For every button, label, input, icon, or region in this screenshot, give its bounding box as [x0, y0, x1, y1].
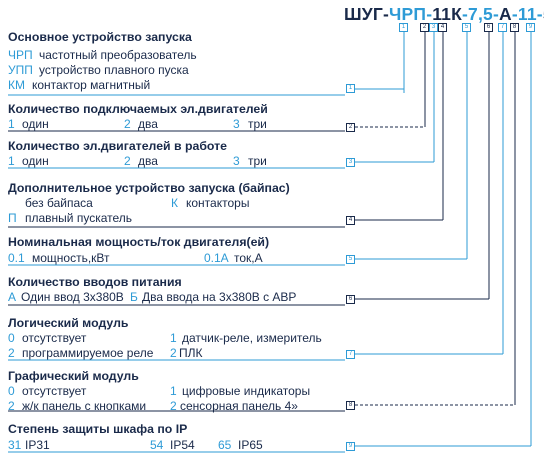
s6-code-1: А [8, 290, 17, 304]
s6-code-2: Б [130, 290, 138, 304]
code-power: 7,5 [468, 4, 493, 24]
s5-text-2: ток,А [234, 251, 263, 265]
section-7-title: Логический модуль [8, 316, 129, 330]
section-box-4: 4 [346, 216, 355, 225]
s1-code-2: УПП [8, 63, 33, 77]
s3-text-3: три [248, 154, 267, 168]
s5-text-1: мощность,кВт [32, 251, 110, 265]
section-box-6: 6 [346, 295, 355, 304]
s6-text-1: Один ввод 3х380В [21, 290, 124, 304]
s7-text-2: датчик-реле, измеритель [182, 331, 322, 345]
s2-text-2: два [138, 117, 158, 131]
s8-code-1: 0 [8, 384, 15, 398]
s9-code-3: 65 [218, 438, 232, 452]
code-box-6: 6 [484, 23, 493, 32]
code-sep: - [462, 4, 469, 24]
code-sep: - [536, 4, 543, 24]
s2-code-3: 3 [233, 117, 240, 131]
s4-text-none: без байпаса [25, 196, 93, 210]
s8-code-4: 2 [170, 399, 177, 413]
section-5-title: Номинальная мощность/ток двигателя(ей) [8, 235, 270, 249]
s1-text-1: частотный преобразователь [39, 48, 197, 62]
code-box-1: 1 [399, 23, 408, 32]
s7-code-4: 2 [170, 346, 177, 360]
s2-text-3: три [248, 117, 267, 131]
s4-text-k: контакторы [186, 196, 250, 210]
s8-code-3: 2 [8, 399, 15, 413]
section-box-5: 5 [346, 255, 355, 264]
section-3-title: Количество эл.двигателей в работе [8, 139, 227, 153]
code-box-5: 5 [462, 23, 471, 32]
code-box-7: 7 [498, 23, 507, 32]
s7-text-3: программируемое реле [22, 346, 154, 360]
s3-code-1: 1 [8, 154, 15, 168]
code-sep: - [426, 4, 433, 24]
code-modules: 11 [517, 4, 537, 24]
s5-code-1: 0.1 [8, 251, 25, 265]
s2-text-1: один [22, 117, 49, 131]
section-4-title: Дополнительное устройство запуска (байпа… [8, 181, 290, 195]
section-9-title: Степень защиты шкафа по IP [8, 422, 188, 436]
s3-text-1: один [22, 154, 49, 168]
s6-text-2: Два ввода на 3х380В с АВР [142, 290, 297, 304]
s2-code-2: 2 [124, 117, 131, 131]
code-box-2: 2 [420, 23, 429, 32]
s7-code-3: 2 [8, 346, 15, 360]
code-inputs: А [499, 4, 512, 24]
s8-code-2: 1 [170, 384, 177, 398]
section-6-title: Количество вводов питания [8, 275, 182, 289]
s8-text-3: ж/к панель с кнопками [22, 399, 147, 413]
code-box-4: 4 [438, 23, 447, 32]
s7-text-4: ПЛК [179, 346, 203, 360]
code-motors: 11К [432, 4, 462, 24]
code-ip: 54 [543, 4, 544, 24]
s9-code-2: 54 [150, 438, 164, 452]
s1-text-3: контактор магнитный [32, 78, 151, 92]
section-box-1: 1 [346, 84, 355, 93]
code-sep: - [492, 4, 499, 24]
code-box-8: 8 [510, 23, 519, 32]
s4-code-p: П [8, 211, 17, 225]
s7-code-2: 1 [170, 331, 177, 345]
code-box-9: 9 [526, 23, 535, 32]
section-box-8: 8 [346, 401, 355, 410]
s9-text-3: IP65 [238, 438, 263, 452]
s9-code-1: 31 [8, 438, 22, 452]
s4-code-k: К [171, 196, 178, 210]
s3-text-2: два [138, 154, 158, 168]
code-starter: ЧРП [389, 4, 427, 24]
section-box-2: 2 [346, 123, 355, 132]
section-box-7: 7 [346, 350, 355, 359]
s9-text-2: IP54 [170, 438, 195, 452]
section-1-title: Основное устройство запуска [8, 30, 192, 44]
s3-code-3: 3 [233, 154, 240, 168]
s7-text-1: отсутствует [22, 331, 87, 345]
s4-text-p: плавный пускатель [25, 211, 133, 225]
s8-text-4: сенсорная панель 4» [180, 399, 298, 413]
section-box-9: 9 [346, 442, 355, 451]
section-2-title: Количество подключаемых эл.двигателей [8, 102, 268, 116]
section-8-title: Графический модуль [8, 369, 139, 383]
s8-text-1: отсутствует [22, 384, 87, 398]
s8-text-2: цифровые индикаторы [182, 384, 311, 398]
product-code: ШУГ-ЧРП-11К-7,5-А-11-54 [344, 4, 544, 25]
code-prefix: ШУГ- [344, 4, 390, 24]
s1-text-2: устройство плавного пуска [39, 63, 189, 77]
s5-code-2: 0.1А [204, 251, 229, 265]
s1-code-1: ЧРП [8, 48, 33, 62]
s7-code-1: 0 [8, 331, 15, 345]
s2-code-1: 1 [8, 117, 15, 131]
code-box-3: 3 [429, 23, 438, 32]
s9-text-1: IP31 [25, 438, 50, 452]
s1-code-3: КМ [8, 78, 25, 92]
s3-code-2: 2 [124, 154, 131, 168]
section-box-3: 3 [346, 158, 355, 167]
code-sep: - [511, 4, 518, 24]
